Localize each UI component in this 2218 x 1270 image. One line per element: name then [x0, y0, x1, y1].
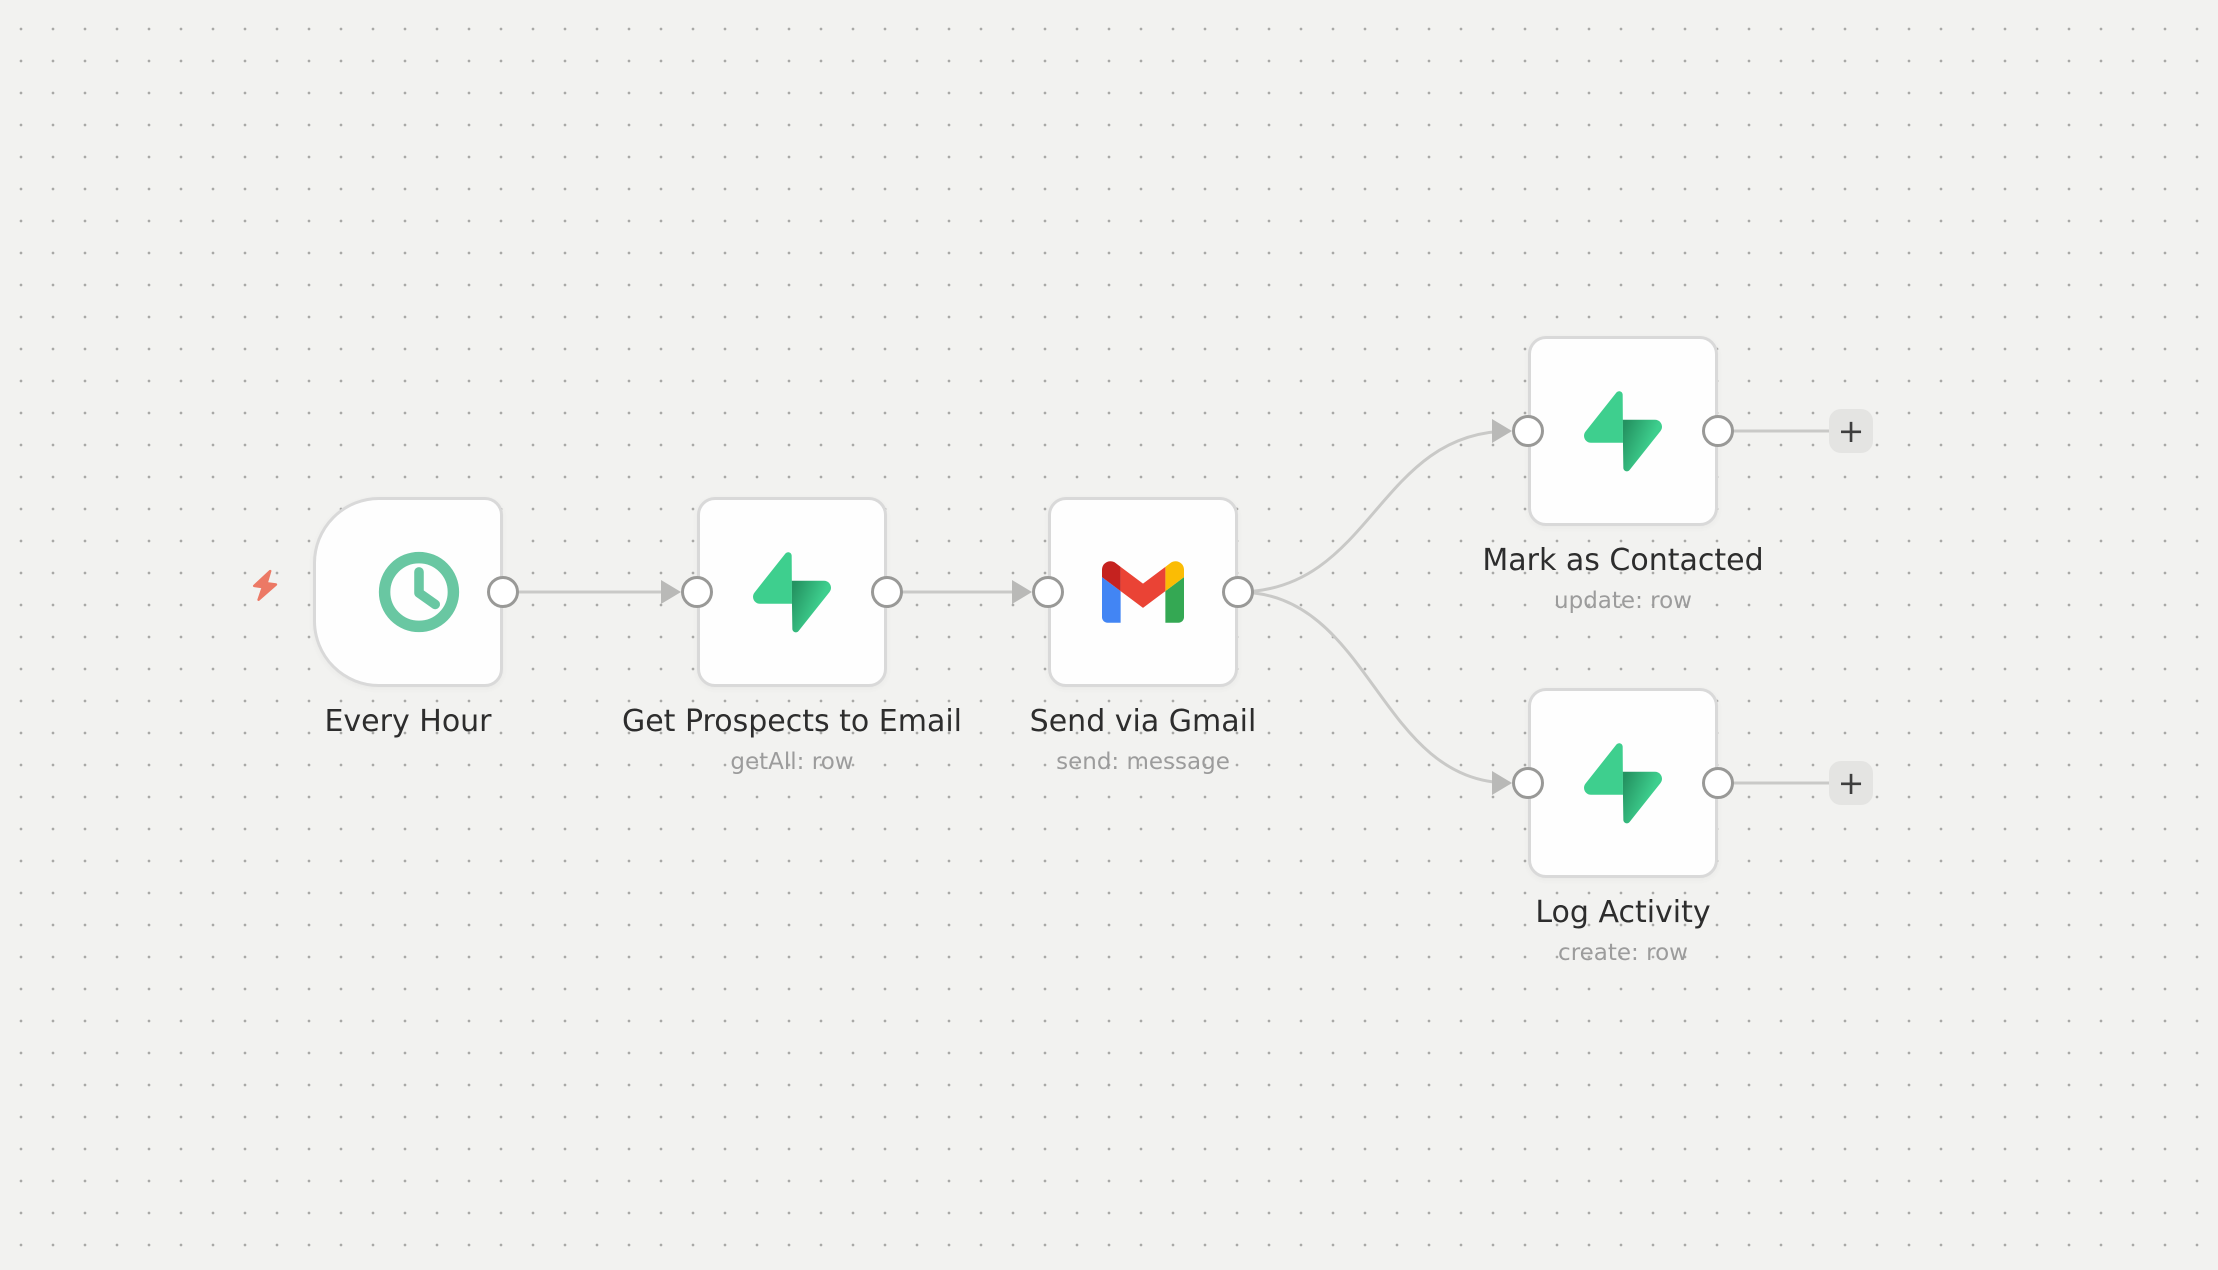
supabase-icon — [753, 551, 831, 632]
node-caption-mark-as-contacted: Mark as Contacted update: row — [1482, 542, 1763, 616]
supabase-icon — [1584, 390, 1662, 471]
output-connector-get-prospects[interactable] — [871, 576, 903, 608]
arrowhead — [661, 580, 681, 604]
node-caption-log-activity: Log Activity create: row — [1535, 894, 1710, 968]
node-every-hour: Every Hour — [252, 497, 519, 739]
arrowhead — [1492, 771, 1512, 795]
node-subtitle: create: row — [1558, 940, 1688, 966]
arrowhead — [1492, 419, 1512, 443]
node-log-activity: Log Activity create: row — [1512, 688, 1734, 966]
plus-icon: + — [1837, 412, 1865, 450]
output-connector-send-via-gmail[interactable] — [1222, 576, 1254, 608]
input-connector-get-prospects[interactable] — [681, 576, 713, 608]
node-label: Mark as Contacted — [1482, 543, 1764, 578]
output-connector-every-hour[interactable] — [487, 576, 519, 608]
arrowhead — [1012, 580, 1032, 604]
node-label: Send via Gmail — [1029, 704, 1257, 739]
add-node-button-top[interactable]: + — [1829, 409, 1873, 453]
plus-icon: + — [1837, 764, 1865, 802]
node-label: Every Hour — [324, 704, 492, 739]
node-subtitle: getAll: row — [730, 749, 854, 775]
add-node-button-bottom[interactable]: + — [1829, 761, 1873, 805]
node-send-via-gmail: Send via Gmail send: message — [1030, 497, 1256, 775]
node-subtitle: send: message — [1056, 749, 1230, 775]
node-label: Get Prospects to Email — [621, 704, 963, 739]
node-box-send-via-gmail[interactable] — [1048, 497, 1238, 687]
node-box-get-prospects[interactable] — [697, 497, 887, 687]
node-mark-as-contacted: Mark as Contacted update: row — [1482, 336, 1764, 614]
input-connector-send-via-gmail[interactable] — [1032, 576, 1064, 608]
node-caption-every-hour: Every Hour — [324, 703, 491, 741]
node-caption-send-via-gmail: Send via Gmail send: message — [1030, 703, 1257, 777]
node-get-prospects-to-email: Get Prospects to Email getAll: row — [622, 497, 962, 775]
input-connector-log-activity[interactable] — [1512, 767, 1544, 799]
node-box-log-activity[interactable] — [1528, 688, 1718, 878]
node-caption-get-prospects: Get Prospects to Email getAll: row — [622, 703, 962, 777]
output-connector-log-activity[interactable] — [1702, 767, 1734, 799]
connection-gmail-to-mark-as-contacted[interactable] — [1237, 429, 1511, 594]
connection-gmail-to-log-activity[interactable] — [1237, 590, 1511, 785]
input-connector-mark-as-contacted[interactable] — [1512, 415, 1544, 447]
lightning-bolt-icon — [252, 569, 278, 601]
node-label: Log Activity — [1535, 895, 1711, 930]
node-box-mark-as-contacted[interactable] — [1528, 336, 1718, 526]
node-box-every-hour[interactable] — [313, 497, 503, 687]
output-connector-mark-as-contacted[interactable] — [1702, 415, 1734, 447]
clock-icon — [378, 551, 460, 633]
gmail-icon — [1102, 561, 1184, 623]
node-subtitle: update: row — [1554, 588, 1692, 614]
supabase-icon — [1584, 742, 1662, 823]
